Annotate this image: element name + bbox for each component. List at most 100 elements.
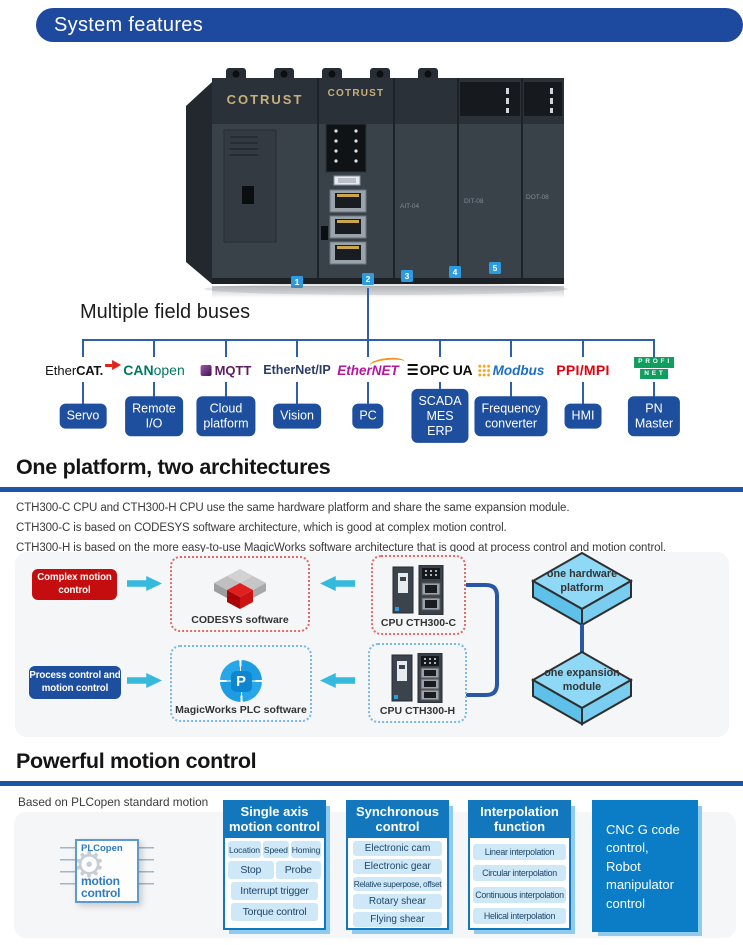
motion-item: Electronic gear [353,859,442,875]
paragraph: CTH300-C is based on CODESYS software ar… [16,522,507,534]
svg-text:DIT-08: DIT-08 [464,198,484,205]
bus-drop2 [653,382,655,408]
svg-text:5: 5 [493,263,498,273]
interpolation-column: Interpolation function Linear interpolat… [468,800,571,930]
codesys-logo-icon [214,569,266,609]
motion-item: Rotary shear [353,894,442,910]
bus-drop2 [296,382,298,408]
magicworks-caption: MagicWorks PLC software [175,704,307,716]
complex-motion-badge: Complex motion control [32,569,117,600]
bus-drop [510,339,512,357]
mqtt-logo: MQTT [200,357,251,383]
bus-drop [582,339,584,357]
gear-icon: ⚙ [75,844,106,885]
paragraph: CTH300-H is based on the more easy-to-us… [16,542,667,554]
motion-item: Circular interpolation [473,865,566,882]
svg-text:DOT-08: DOT-08 [526,194,549,201]
bus-target-scada: SCADA MES ERP [411,388,469,444]
mqtt-icon [200,364,212,376]
bus-target-cloud: Cloud platform [196,396,256,436]
modbus-dots-icon [477,363,491,377]
bus-trunk-line [83,339,655,341]
motion-item: Probe [275,861,321,880]
motion-item: Homing [290,841,322,859]
bus-feed-line [367,288,369,340]
motion-item: Stop [228,861,274,880]
bus-target-remote-io: Remote I/O [125,396,183,436]
ethernet-logo: EtherNET [337,362,399,378]
fieldbus-label: Multiple field buses [80,301,251,323]
plcopen-block: ⚙ PLCopen motion control [75,839,139,903]
bus-drop [82,339,84,357]
bus-drop2 [367,382,369,408]
bus-drop [296,339,298,357]
cnc-robot-box: CNC G code control, Robot manipulator co… [592,800,698,932]
bus-drop2 [225,382,227,408]
single-axis-column: Single axis motion control Location Spee… [223,800,326,930]
section-rule [0,781,743,786]
bus-target-pc: PC [352,403,384,429]
bus-drop [367,339,369,357]
motion-item: Torque control [231,903,318,922]
svg-text:4: 4 [453,267,458,277]
diamond-connector-line [580,624,584,654]
function-block-pins-left [60,847,75,895]
cpu-cth300-h-box: CPU CTH300-H [368,643,467,723]
ppi-mpi-logo: PPI/MPI [556,362,610,378]
mounting-tabs [226,68,438,81]
svg-text:2: 2 [366,274,371,284]
plcopen-logo: ⚙ PLCopen motion control [60,839,154,903]
svg-text:3: 3 [405,271,410,281]
hardware-platform-label: one hardware platform [546,568,618,595]
opcua-logo: OPC UA [407,357,473,383]
bus-drop2 [510,382,512,408]
magicworks-software-box: P MagicWorks PLC software [170,645,312,722]
single-axis-header: Single axis motion control [225,802,324,839]
bus-drop [439,339,441,357]
opcua-stripes-icon [407,363,418,377]
hardware-platform-diamond [531,551,633,627]
modbus-logo: Modbus [477,357,544,383]
motion-item: Interrupt trigger [231,882,318,901]
function-block-pins-right [139,847,154,895]
cpu-bracket-line [466,583,499,697]
cpu-cth300-c-image [392,565,443,615]
cpu-cth300-h-image [391,653,442,703]
profinet-logo: PROFI NET [634,357,674,383]
bus-drop [653,339,655,357]
expansion-module-diamond [531,650,633,726]
bus-target-servo: Servo [59,403,107,429]
bus-drop2 [82,382,84,408]
cpu-cth300-c-box: CPU CTH300-C [371,555,466,635]
cpu-cth300-h-caption: CPU CTH300-H [379,705,456,717]
plcopen-subtitle: motion control [81,874,121,900]
plc-brand-text-2: COTRUST [328,88,385,99]
paragraph: CTH300-C CPU and CTH300-H CPU use the sa… [16,502,570,514]
motion-item: Linear interpolation [473,843,566,860]
bus-drop [153,339,155,357]
ethernet-ports [329,189,367,265]
section-banner: System features [36,8,743,42]
bus-target-hmi: HMI [564,403,602,429]
single-axis-row2: Stop Probe [228,861,321,880]
architectures-paragraphs: CTH300-C CPU and CTH300-H CPU use the sa… [16,498,666,558]
architectures-heading: One platform, two architectures [16,455,331,479]
motion-item: Electronic cam [353,841,442,857]
ethercat-arrow-icon [104,360,121,370]
process-control-badge: Process control and motion control [29,666,121,699]
plc-brand-text: COTRUST [227,92,304,107]
bus-target-vision: Vision [273,403,321,429]
bus-drop [225,339,227,357]
motion-item: Helical interpolation [473,908,566,925]
ethernet-ip-logo: EtherNet/IP [263,363,331,377]
motion-item: Relative superpose, offset [353,877,442,892]
motion-item: Flying shear [353,912,442,928]
single-axis-row1: Location Speed Homing [228,841,322,859]
motion-heading: Powerful motion control [16,749,257,773]
synchronous-header: Synchronous control [348,802,447,839]
bus-target-pn-master: PN Master [627,396,681,436]
